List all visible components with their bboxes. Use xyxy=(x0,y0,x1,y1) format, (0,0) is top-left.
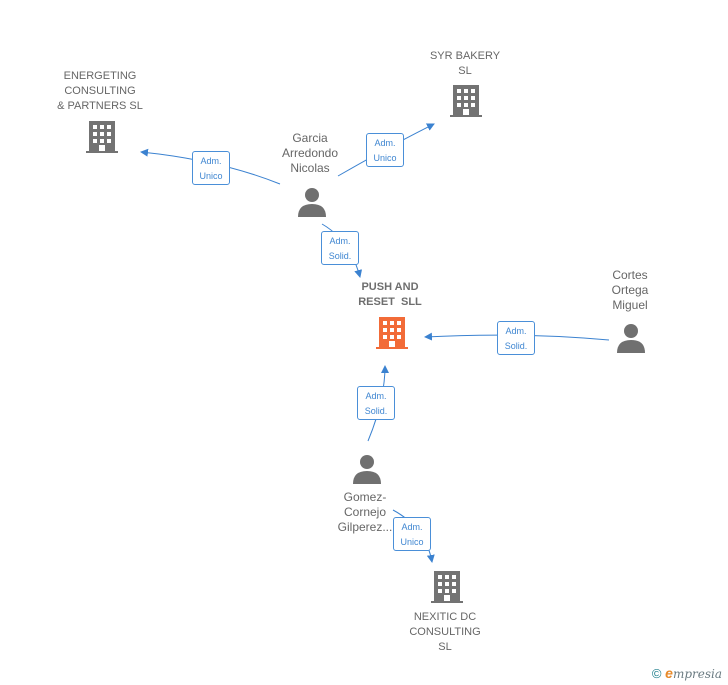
building-icon[interactable] xyxy=(376,316,408,350)
role-box-garcia-push[interactable]: Adm. Solid. xyxy=(321,231,359,265)
role-box-gomez-nexitic[interactable]: Adm. Unico xyxy=(393,517,431,551)
role-box-gomez-push[interactable]: Adm. Solid. xyxy=(357,386,395,420)
brand-logo-initial: e xyxy=(665,665,673,681)
company-label-syr-bakery[interactable]: SYR BAKERY SL xyxy=(429,50,501,77)
building-icon[interactable] xyxy=(450,84,482,118)
person-icon[interactable] xyxy=(615,322,647,354)
company-label-push-and-reset[interactable]: PUSH AND RESET SLL xyxy=(358,281,422,308)
copyright-notice: © empresia xyxy=(652,665,722,681)
brand-logo-text: mpresia xyxy=(672,667,722,681)
copyright-symbol: © xyxy=(651,666,662,681)
person-label-cortes[interactable]: Cortes Ortega Miguel xyxy=(611,268,649,312)
building-icon[interactable] xyxy=(431,570,463,604)
person-icon[interactable] xyxy=(296,186,328,218)
company-label-nexitic[interactable]: NEXITIC DC CONSULTING SL xyxy=(409,611,481,653)
building-icon[interactable] xyxy=(86,120,118,154)
company-label-energeting[interactable]: ENERGETING CONSULTING & PARTNERS SL xyxy=(57,70,143,112)
person-icon[interactable] xyxy=(351,453,383,485)
person-label-garcia[interactable]: Garcia Arredondo Nicolas xyxy=(281,131,339,175)
role-box-cortes-push[interactable]: Adm. Solid. xyxy=(497,321,535,355)
person-label-gomez[interactable]: Gomez- Cornejo Gilperez... xyxy=(337,490,393,534)
role-box-garcia-syr[interactable]: Adm. Unico xyxy=(366,133,404,167)
role-box-garcia-energeting[interactable]: Adm. Unico xyxy=(192,151,230,185)
